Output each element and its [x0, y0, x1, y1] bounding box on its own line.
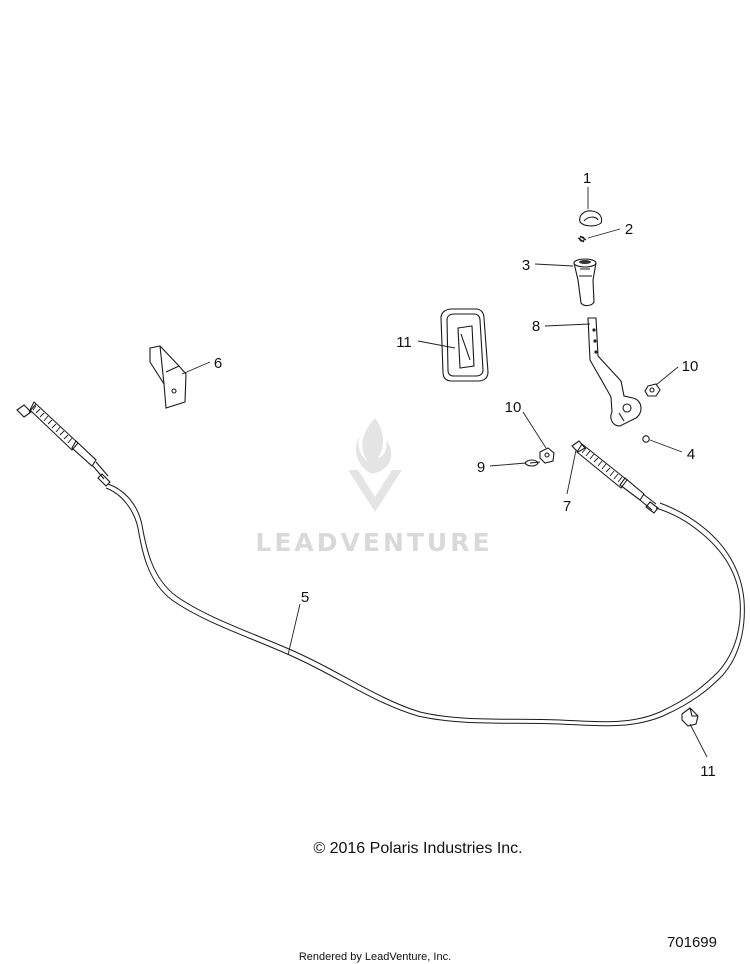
diagram-number: 701699 — [667, 934, 717, 951]
callout-2: 2 — [625, 221, 633, 238]
rendered-by-text: Rendered by LeadVenture, Inc. — [299, 951, 451, 963]
callout-7: 7 — [563, 498, 571, 515]
part-clip — [524, 459, 541, 467]
callout-11-upper: 11 — [396, 334, 412, 351]
part-cable-left-end — [16, 401, 111, 487]
part-screw — [577, 235, 587, 243]
callout-10-upper: 10 — [682, 358, 699, 375]
callout-9: 9 — [477, 459, 485, 476]
part-cable-clip — [681, 707, 699, 727]
part-cable — [105, 483, 745, 727]
callout-3: 3 — [522, 257, 530, 274]
part-nut-lower — [539, 447, 555, 464]
part-knob-cap — [579, 210, 603, 227]
callout-5: 5 — [301, 589, 309, 606]
watermark-text: LEADVENTURE — [255, 528, 492, 557]
callout-10-lower: 10 — [505, 399, 522, 416]
part-shift-knob — [573, 258, 597, 307]
part-cable-right-end — [571, 440, 659, 514]
callout-8: 8 — [532, 318, 540, 335]
leadventure-logo-icon — [348, 418, 402, 512]
part-nut-upper — [644, 383, 661, 397]
part-shift-lever — [587, 317, 642, 427]
part-bracket — [149, 345, 187, 409]
copyright-text: © 2016 Polaris Industries Inc. — [313, 840, 522, 857]
callout-6: 6 — [214, 355, 222, 372]
part-shift-boot — [440, 308, 489, 382]
callout-1: 1 — [583, 170, 591, 187]
callout-11-lower: 11 — [700, 763, 716, 780]
leader-lines — [181, 187, 708, 758]
callout-labels: 1 2 3 8 11 6 10 10 4 9 7 5 11 — [214, 170, 716, 780]
part-small-nut — [642, 435, 650, 443]
callout-4: 4 — [687, 446, 695, 463]
